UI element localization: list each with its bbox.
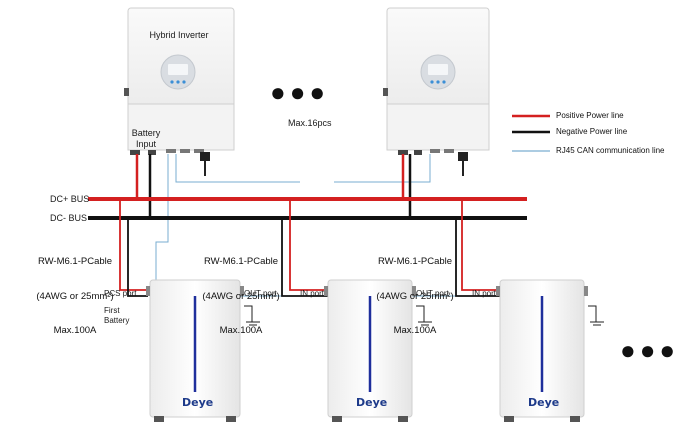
cable-spec-3-size: (4AWG or 25mm²) [376, 290, 454, 302]
cable-spec-1: RW-M6.1-PCable (4AWG or 25mm²) Max.100A [30, 233, 120, 348]
inverter-1-name: Hybrid Inverter [149, 30, 209, 40]
battery-3-in-port-label: IN port [472, 289, 497, 298]
cable-spec-2-name: RW-M6.1-PCable [203, 256, 279, 267]
cable-spec-3-max: Max.100A [393, 325, 437, 336]
battery-2-in-port-label: IN port [300, 289, 325, 298]
batteries-ellipsis: ●●● [620, 335, 680, 365]
battery-3-brand-logo: Deye [528, 396, 560, 409]
dc-positive-bus-label: DC+ BUS [50, 194, 90, 204]
cable-spec-2-size: (4AWG or 25mm²) [202, 290, 280, 302]
inverter-2 [383, 7, 490, 176]
battery-3 [496, 279, 588, 422]
cable-spec-2-max: Max.100A [219, 325, 263, 336]
cable-spec-1-max: Max.100A [53, 325, 97, 336]
inverters-ellipsis: ●●● [270, 77, 330, 107]
battery-2-brand-logo: Deye [356, 396, 388, 409]
battery-drop-cables [119, 199, 502, 297]
legend-positive-label: Positive Power line [556, 111, 624, 120]
battery-1-out-port-label: OUT port [244, 289, 277, 298]
cable-spec-3-name: RW-M6.1-PCable [377, 256, 453, 267]
ground-icons [244, 305, 604, 326]
cable-spec-1-name: RW-M6.1-PCable [37, 256, 113, 267]
battery-1 [146, 279, 244, 422]
battery-2-out-port-label: OUT port [416, 289, 449, 298]
inverter-2-bottom [386, 103, 490, 151]
cable-spec-1-size: (4AWG or 25mm²) [36, 290, 114, 302]
legend-can-label: RJ45 CAN communication line [556, 146, 665, 155]
battery-1-pcs-port-label: PCS port [104, 289, 137, 298]
legend-negative-label: Negative Power line [556, 127, 628, 136]
cable-spec-3: RW-M6.1-PCable (4AWG or 25mm²) Max.100A [370, 233, 460, 348]
first-battery-label: First Battery [104, 306, 130, 325]
cable-spec-2: RW-M6.1-PCable (4AWG or 25mm²) Max.100A [196, 233, 286, 348]
battery-1-brand-logo: Deye [182, 396, 214, 409]
max-units-label: Max.16pcs [288, 118, 332, 128]
dc-negative-bus-label: DC- BUS [50, 213, 88, 223]
inverter-1-bottom [127, 103, 235, 151]
inverter-1-battery-input-label: Battery Input [131, 128, 161, 149]
battery-2 [324, 279, 416, 422]
battery-input-cables [135, 154, 412, 218]
inverter-1 [124, 7, 235, 176]
